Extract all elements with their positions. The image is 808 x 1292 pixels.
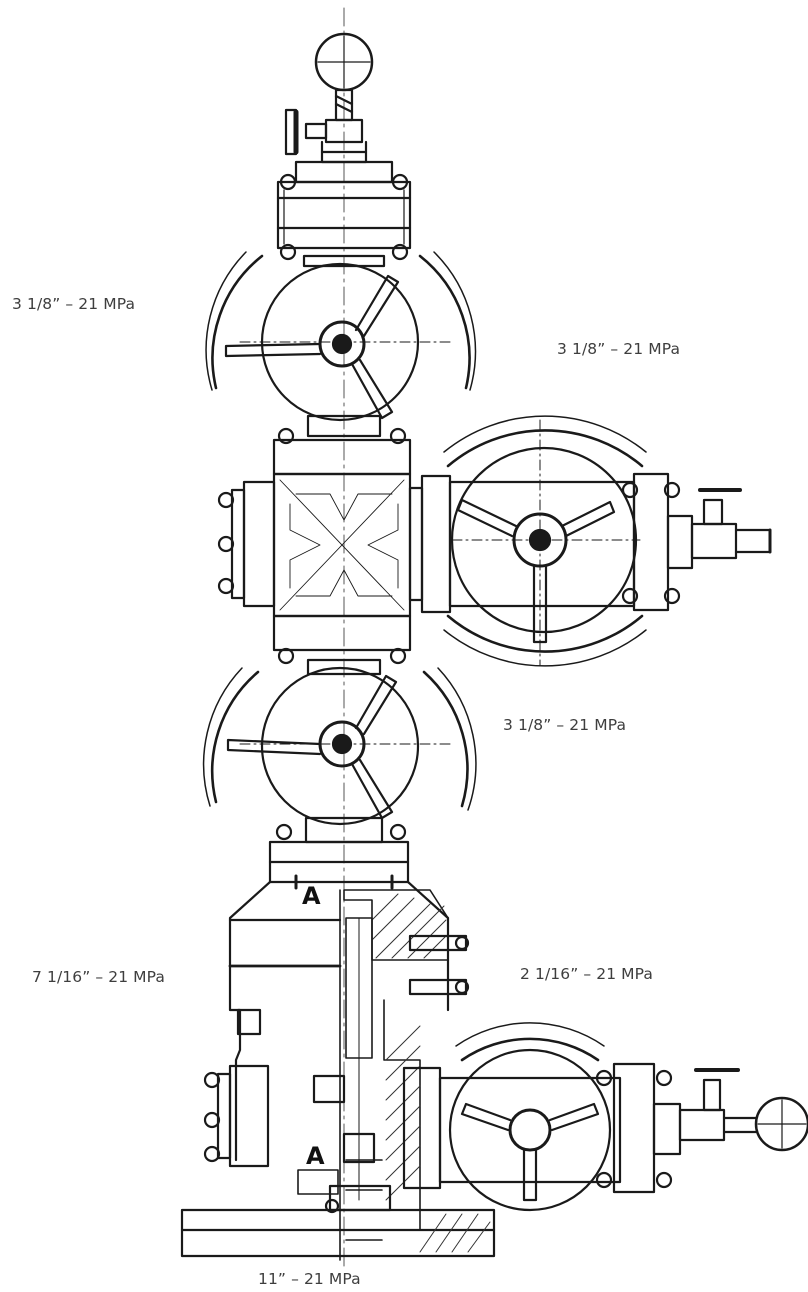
label-top-valve: 3 1/8” – 21 MPa [12,295,136,313]
label-master-valve: 3 1/8” – 21 MPa [503,716,627,734]
label-casing-valve: 2 1/16” – 21 MPa [520,965,654,983]
casing-head [180,999,496,1258]
casing-gate-valve [402,1022,808,1212]
casing-valve-body [448,1048,612,1212]
flow-cross [217,427,452,665]
master-gate-valve [202,658,477,844]
section-mark-lower: A [306,1142,325,1170]
top-pressure-gauge [284,32,374,156]
hanger-assembly [297,889,383,1261]
casing-gauge-face [754,1096,808,1152]
adapter-flange [268,840,410,890]
label-wing-valve: 3 1/8” – 21 MPa [557,340,681,358]
wing-gate-valve [443,415,772,667]
label-tubing-head: 7 1/16” – 21 MPa [32,968,166,986]
top-gate-valve [205,251,477,438]
master-valve-body [260,666,420,826]
tubing-head [228,880,470,1201]
label-casing-head: 11” – 21 MPa [258,1270,361,1288]
section-mark-upper: A [302,882,321,910]
top-cap-flange [276,150,412,261]
